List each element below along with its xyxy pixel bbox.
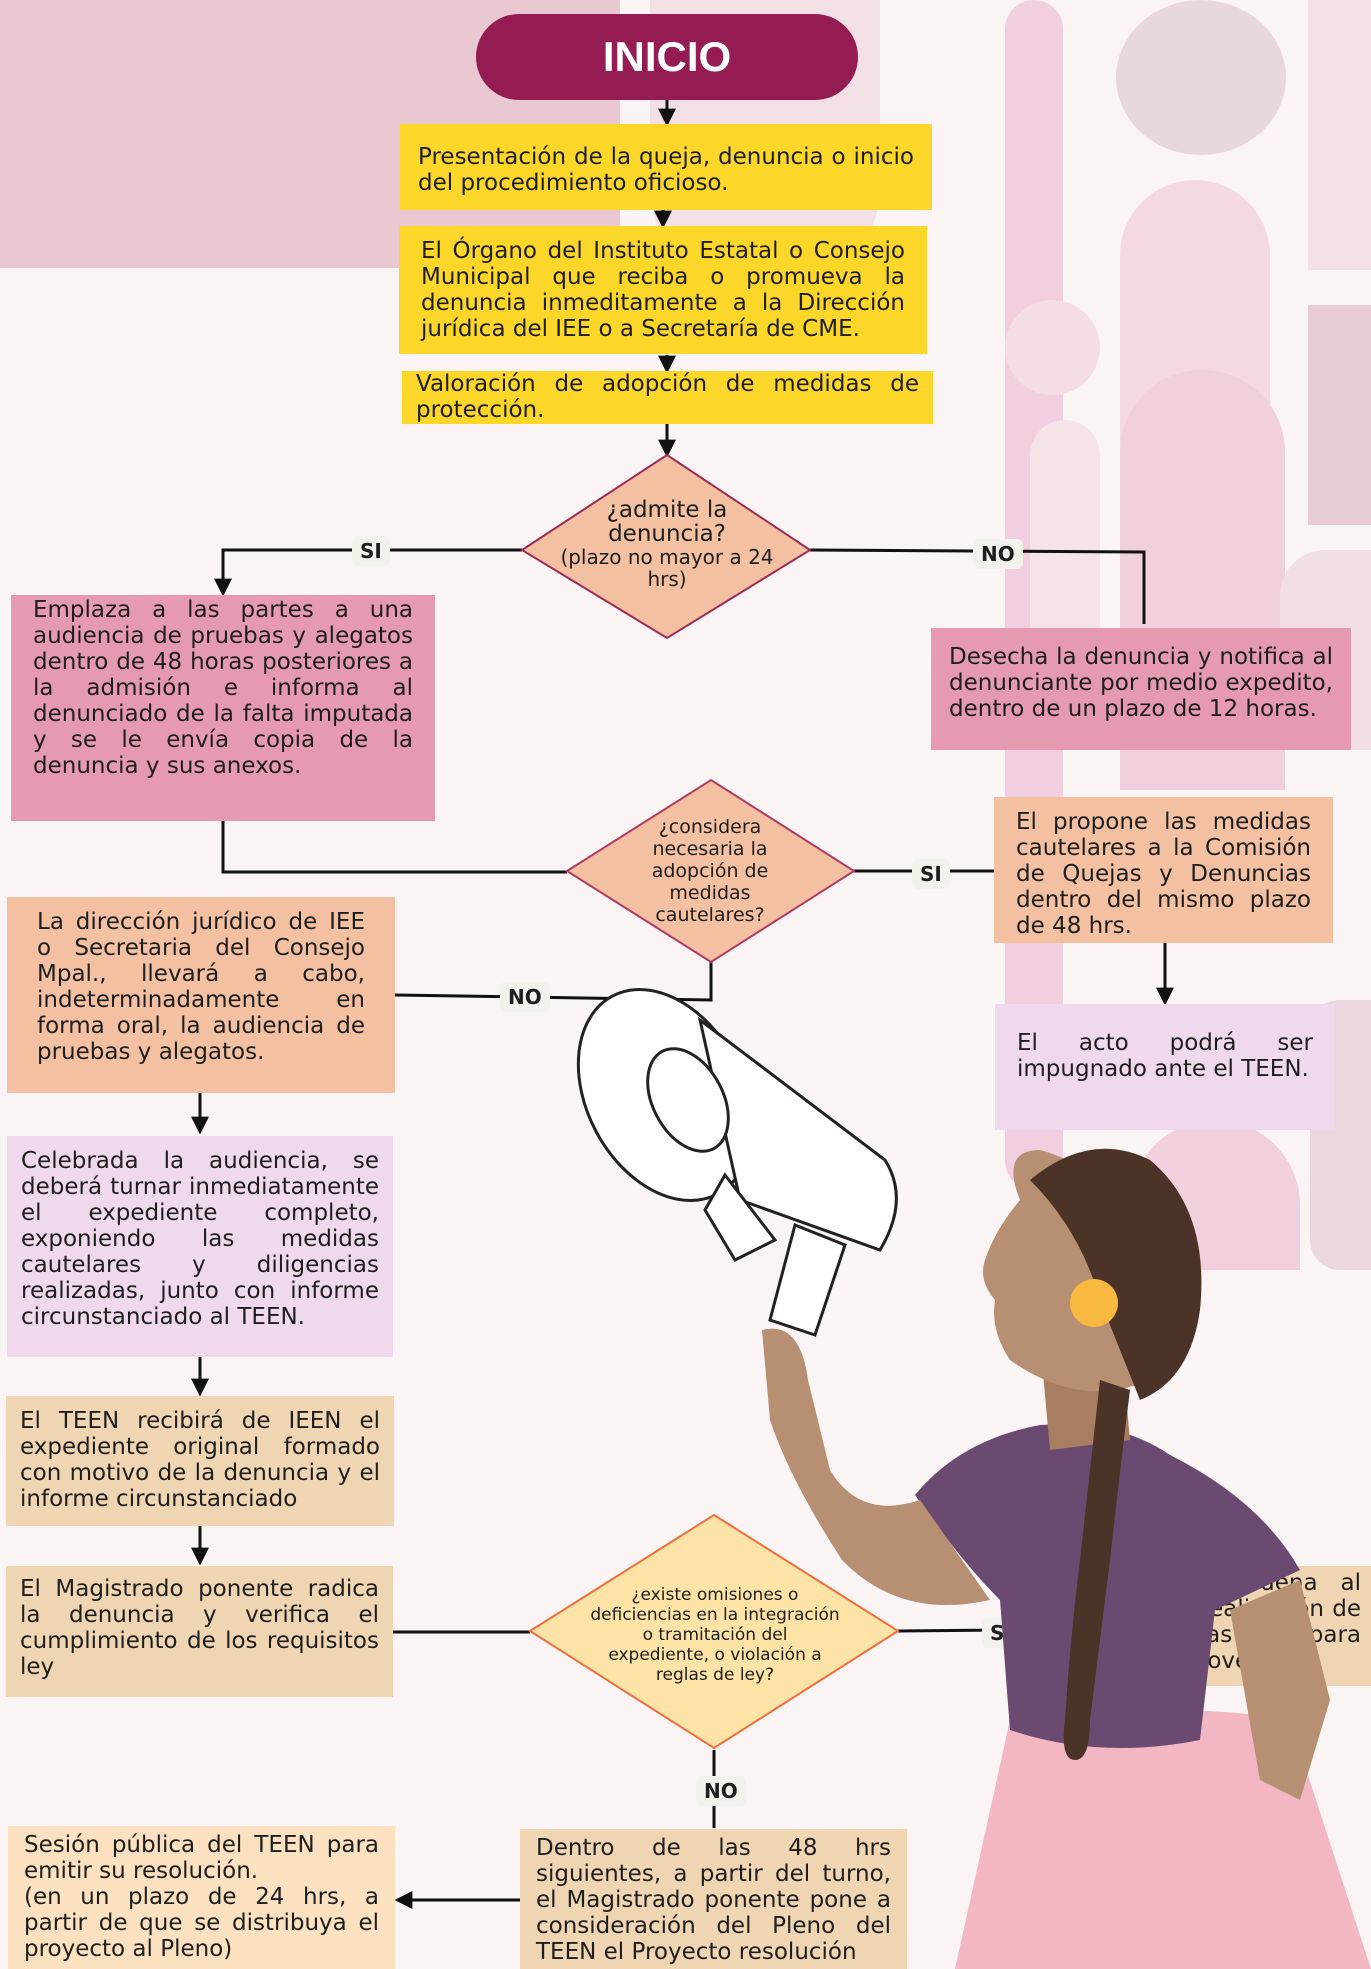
decision-admit-text: ¿admite la denuncia? (plazo no mayor a 2… (560, 494, 774, 594)
line-precautionary-no (394, 962, 713, 1002)
line-summon-to-precautionary (221, 821, 567, 874)
label-precautionary-no: NO (500, 982, 550, 1012)
step-valuation: Valoración de adopción de medidas de pro… (402, 371, 933, 424)
decision-admit-question: ¿admite la denuncia? (606, 497, 728, 547)
bg-bar-far-right (1308, 0, 1371, 270)
bg-bar-right-2 (1308, 305, 1371, 525)
step-organ: El Órgano del Instituto Estatal o Consej… (399, 226, 927, 354)
step-legal-direction: La dirección jurídico de IEE o Secretari… (7, 897, 395, 1093)
step-teen-orders: El TEEN ordena al IEEN la realización de… (1100, 1566, 1371, 1686)
bg-circle-top-right (1116, 0, 1286, 155)
step-within-48: Dentro de las 48 hrs siguientes, a parti… (520, 1829, 907, 1969)
decision-precautionary-text: ¿considera necesaria la adopción de medi… (630, 815, 790, 927)
bg-circle-right-small (1005, 300, 1100, 395)
step-teen-receives: El TEEN recibirá de IEEN el expediente o… (6, 1396, 394, 1526)
decision-omissions-question: ¿existe omisiones o deficiencias en la i… (590, 1585, 840, 1685)
public-session-note: (en un plazo de 24 hrs, a partir de que … (24, 1884, 379, 1962)
decision-precautionary-diamond (565, 778, 856, 964)
step-dismiss: Desecha la denuncia y notifica al denunc… (931, 628, 1351, 750)
step-propose: El propone las medidas cautelares a la C… (994, 797, 1333, 943)
decision-admit-diamond (520, 453, 812, 640)
decision-omissions-text: ¿existe omisiones o deficiencias en la i… (590, 1580, 840, 1690)
line-admit-no (809, 548, 1146, 624)
label-omissions-no: NO (696, 1776, 746, 1806)
decision-precautionary-question: ¿considera necesaria la adopción de medi… (651, 816, 769, 926)
step-held-hearing: Celebrada la audiencia, se deberá turnar… (7, 1136, 393, 1357)
public-session-main: Sesión pública del TEEN para emitir su r… (24, 1832, 379, 1884)
step-presentation: Presentación de la queja, denuncia o ini… (400, 124, 932, 210)
label-admit-yes: SI (352, 536, 390, 566)
label-precautionary-yes: SI (912, 859, 950, 889)
decision-admit-note: (plazo no mayor a 24 hrs) (560, 545, 774, 591)
step-magistrate: El Magistrado ponente radica la denuncia… (6, 1566, 393, 1697)
line-admit-yes (214, 548, 522, 597)
label-admit-no: NO (973, 539, 1023, 569)
step-summon: Emplaza a las partes a una audiencia de … (11, 595, 435, 821)
start-terminal: INICIO (476, 14, 858, 100)
step-challenge: El acto podrá ser impugnado ante el TEEN… (995, 1004, 1335, 1130)
step-public-session: Sesión pública del TEEN para emitir su r… (8, 1826, 395, 1969)
label-omissions-yes: SI (982, 1618, 1020, 1648)
